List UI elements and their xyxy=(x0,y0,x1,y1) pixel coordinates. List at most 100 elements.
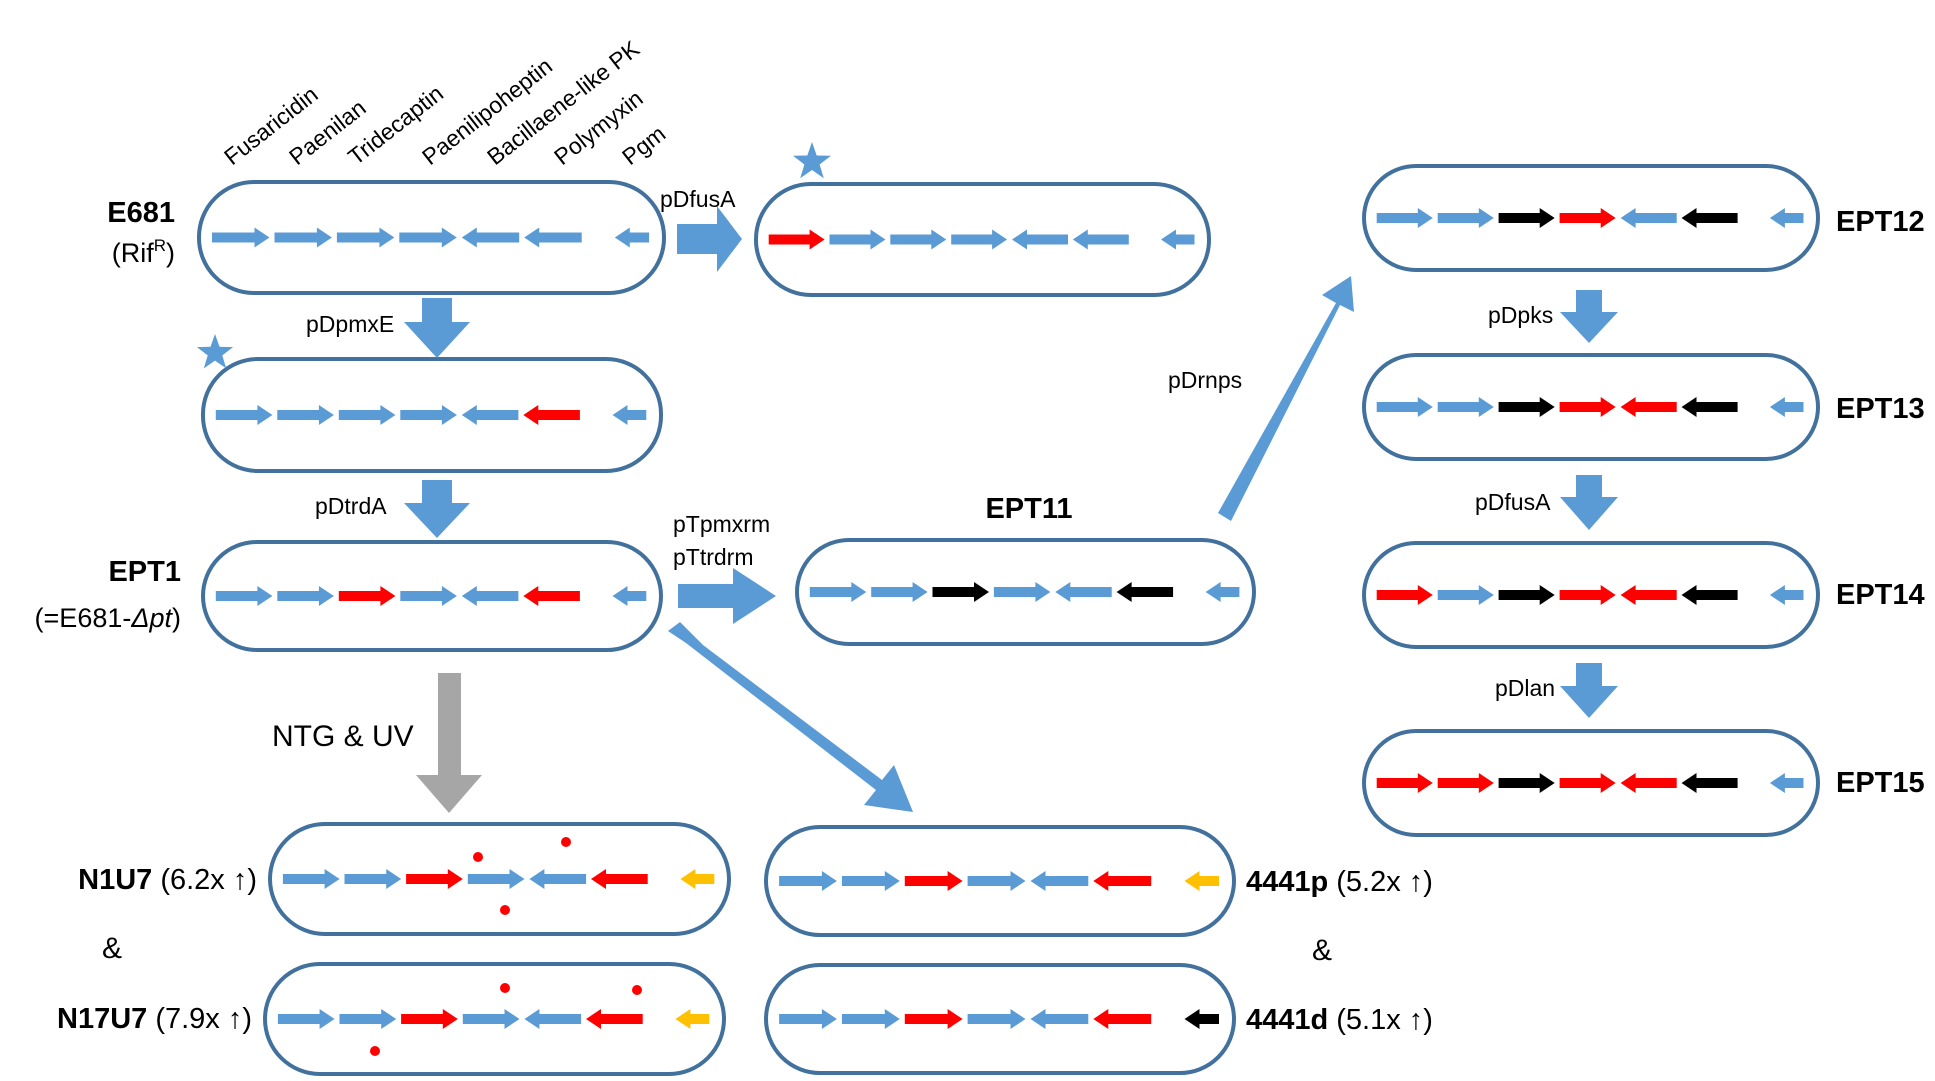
star-icon xyxy=(196,334,234,369)
native-gene xyxy=(1030,871,1089,891)
native-gene xyxy=(277,405,334,425)
arrow-down-dpmxe xyxy=(404,480,470,538)
strain-name-ept15: EPT15 xyxy=(1836,767,1925,799)
native-gene xyxy=(529,869,587,889)
native-gene xyxy=(1072,229,1129,250)
replaced-gene xyxy=(1116,582,1174,602)
strain-label-n17u7: N17U7(7.9x ↑) xyxy=(57,1003,252,1035)
arrow-right-dfusa xyxy=(677,206,742,272)
native-gene xyxy=(400,405,457,425)
replaced-gene xyxy=(1681,208,1738,228)
deleted-gene xyxy=(1093,871,1152,891)
replaced-gene xyxy=(1681,773,1738,793)
native-gene xyxy=(339,1009,397,1029)
deleted-gene xyxy=(523,405,580,425)
arrow-down-ept13 xyxy=(1560,475,1618,530)
native-gene xyxy=(967,871,1026,891)
native-gene xyxy=(212,227,270,248)
native-gene xyxy=(461,586,519,606)
step-label-pdrnps: pDrnps xyxy=(1168,367,1242,393)
deleted-gene xyxy=(904,1009,963,1029)
strain-label-4441d: 4441d(5.1x ↑) xyxy=(1246,1004,1433,1036)
deleted-gene xyxy=(1376,773,1433,793)
native-gene xyxy=(1769,585,1804,605)
native-gene xyxy=(841,1009,900,1029)
strain-label-4441p: 4441p(5.2x ↑) xyxy=(1246,866,1433,898)
native-gene xyxy=(282,869,340,889)
deleted-gene xyxy=(904,871,963,891)
native-gene xyxy=(871,582,928,602)
strain-name-e681: E681 xyxy=(107,197,175,229)
strain-sub-ept1: (=E681-Δpt) xyxy=(35,603,181,633)
mutation-dot xyxy=(500,983,510,993)
replaced-gene xyxy=(1498,208,1555,228)
native-gene xyxy=(524,1009,582,1029)
step-label-ptpmxrm: pTpmxrm xyxy=(673,511,770,537)
native-gene xyxy=(338,405,396,425)
deleted-gene xyxy=(338,586,396,606)
native-gene xyxy=(399,227,457,248)
ampersand-right: & xyxy=(1312,934,1332,967)
replaced-gene xyxy=(932,582,989,602)
replaced-gene xyxy=(1498,585,1555,605)
mutated-gene xyxy=(675,1009,710,1029)
native-gene xyxy=(1437,397,1494,417)
strain-name-ept12: EPT12 xyxy=(1836,206,1925,238)
native-gene xyxy=(1161,229,1195,250)
mutation-dot xyxy=(500,905,510,915)
step-label-pdfusa-2: pDfusA xyxy=(1475,489,1551,515)
native-gene xyxy=(1012,229,1068,250)
ampersand-left: & xyxy=(102,932,122,965)
native-gene xyxy=(779,871,837,891)
step-labels: pDfusA pDpmxE pDtrdA pTpmxrm pTtrdrm pDr… xyxy=(272,186,1555,753)
stars xyxy=(196,142,831,369)
native-gene xyxy=(1437,585,1494,605)
replaced-gene xyxy=(1498,397,1555,417)
native-gene xyxy=(1769,773,1804,793)
step-label-pdfusa: pDfusA xyxy=(660,186,736,212)
deleted-gene xyxy=(1437,773,1494,793)
replaced-gene xyxy=(1681,397,1738,417)
native-gene xyxy=(274,227,332,248)
mutation-dot xyxy=(632,985,642,995)
step-label-pdpks: pDpks xyxy=(1488,302,1553,328)
mutation-dot xyxy=(370,1046,380,1056)
process-arrows xyxy=(404,206,1618,813)
native-gene xyxy=(1205,582,1240,602)
replaced-gene xyxy=(1184,1009,1219,1029)
native-gene xyxy=(1055,582,1112,602)
mutation-dots xyxy=(370,837,642,1056)
strain-names: E681 (RifR) EPT1 (=E681-Δpt) EPT11 EPT12… xyxy=(35,197,1925,1036)
native-gene xyxy=(1769,397,1804,417)
native-gene xyxy=(829,229,886,250)
native-gene xyxy=(467,869,525,889)
mutated-gene xyxy=(1184,871,1219,891)
arrow-diag-to-4441 xyxy=(668,622,913,812)
native-gene xyxy=(461,405,519,425)
native-gene xyxy=(612,405,647,425)
native-gene xyxy=(841,871,900,891)
deleted-gene xyxy=(586,1009,643,1029)
deleted-gene xyxy=(1620,585,1677,605)
step-label-pdlan: pDlan xyxy=(1495,675,1555,701)
strain-name-ept14: EPT14 xyxy=(1836,579,1925,611)
deleted-gene xyxy=(401,1009,458,1029)
step-label-pdpmxe: pDpmxE xyxy=(306,311,394,337)
native-gene xyxy=(951,229,1008,250)
replaced-gene xyxy=(1681,585,1738,605)
native-gene xyxy=(779,1009,837,1029)
deleted-gene xyxy=(523,586,580,606)
native-gene xyxy=(890,229,947,250)
native-gene xyxy=(215,405,273,425)
native-gene xyxy=(1437,208,1494,228)
replaced-gene xyxy=(1498,773,1555,793)
native-gene xyxy=(344,869,402,889)
native-gene xyxy=(1030,1009,1089,1029)
native-gene xyxy=(1376,208,1433,228)
native-gene xyxy=(614,227,650,248)
arrow-down-ept14 xyxy=(1560,663,1618,718)
mutation-dot xyxy=(561,837,571,847)
mutated-gene xyxy=(680,869,715,889)
mutation-dot xyxy=(473,852,483,862)
